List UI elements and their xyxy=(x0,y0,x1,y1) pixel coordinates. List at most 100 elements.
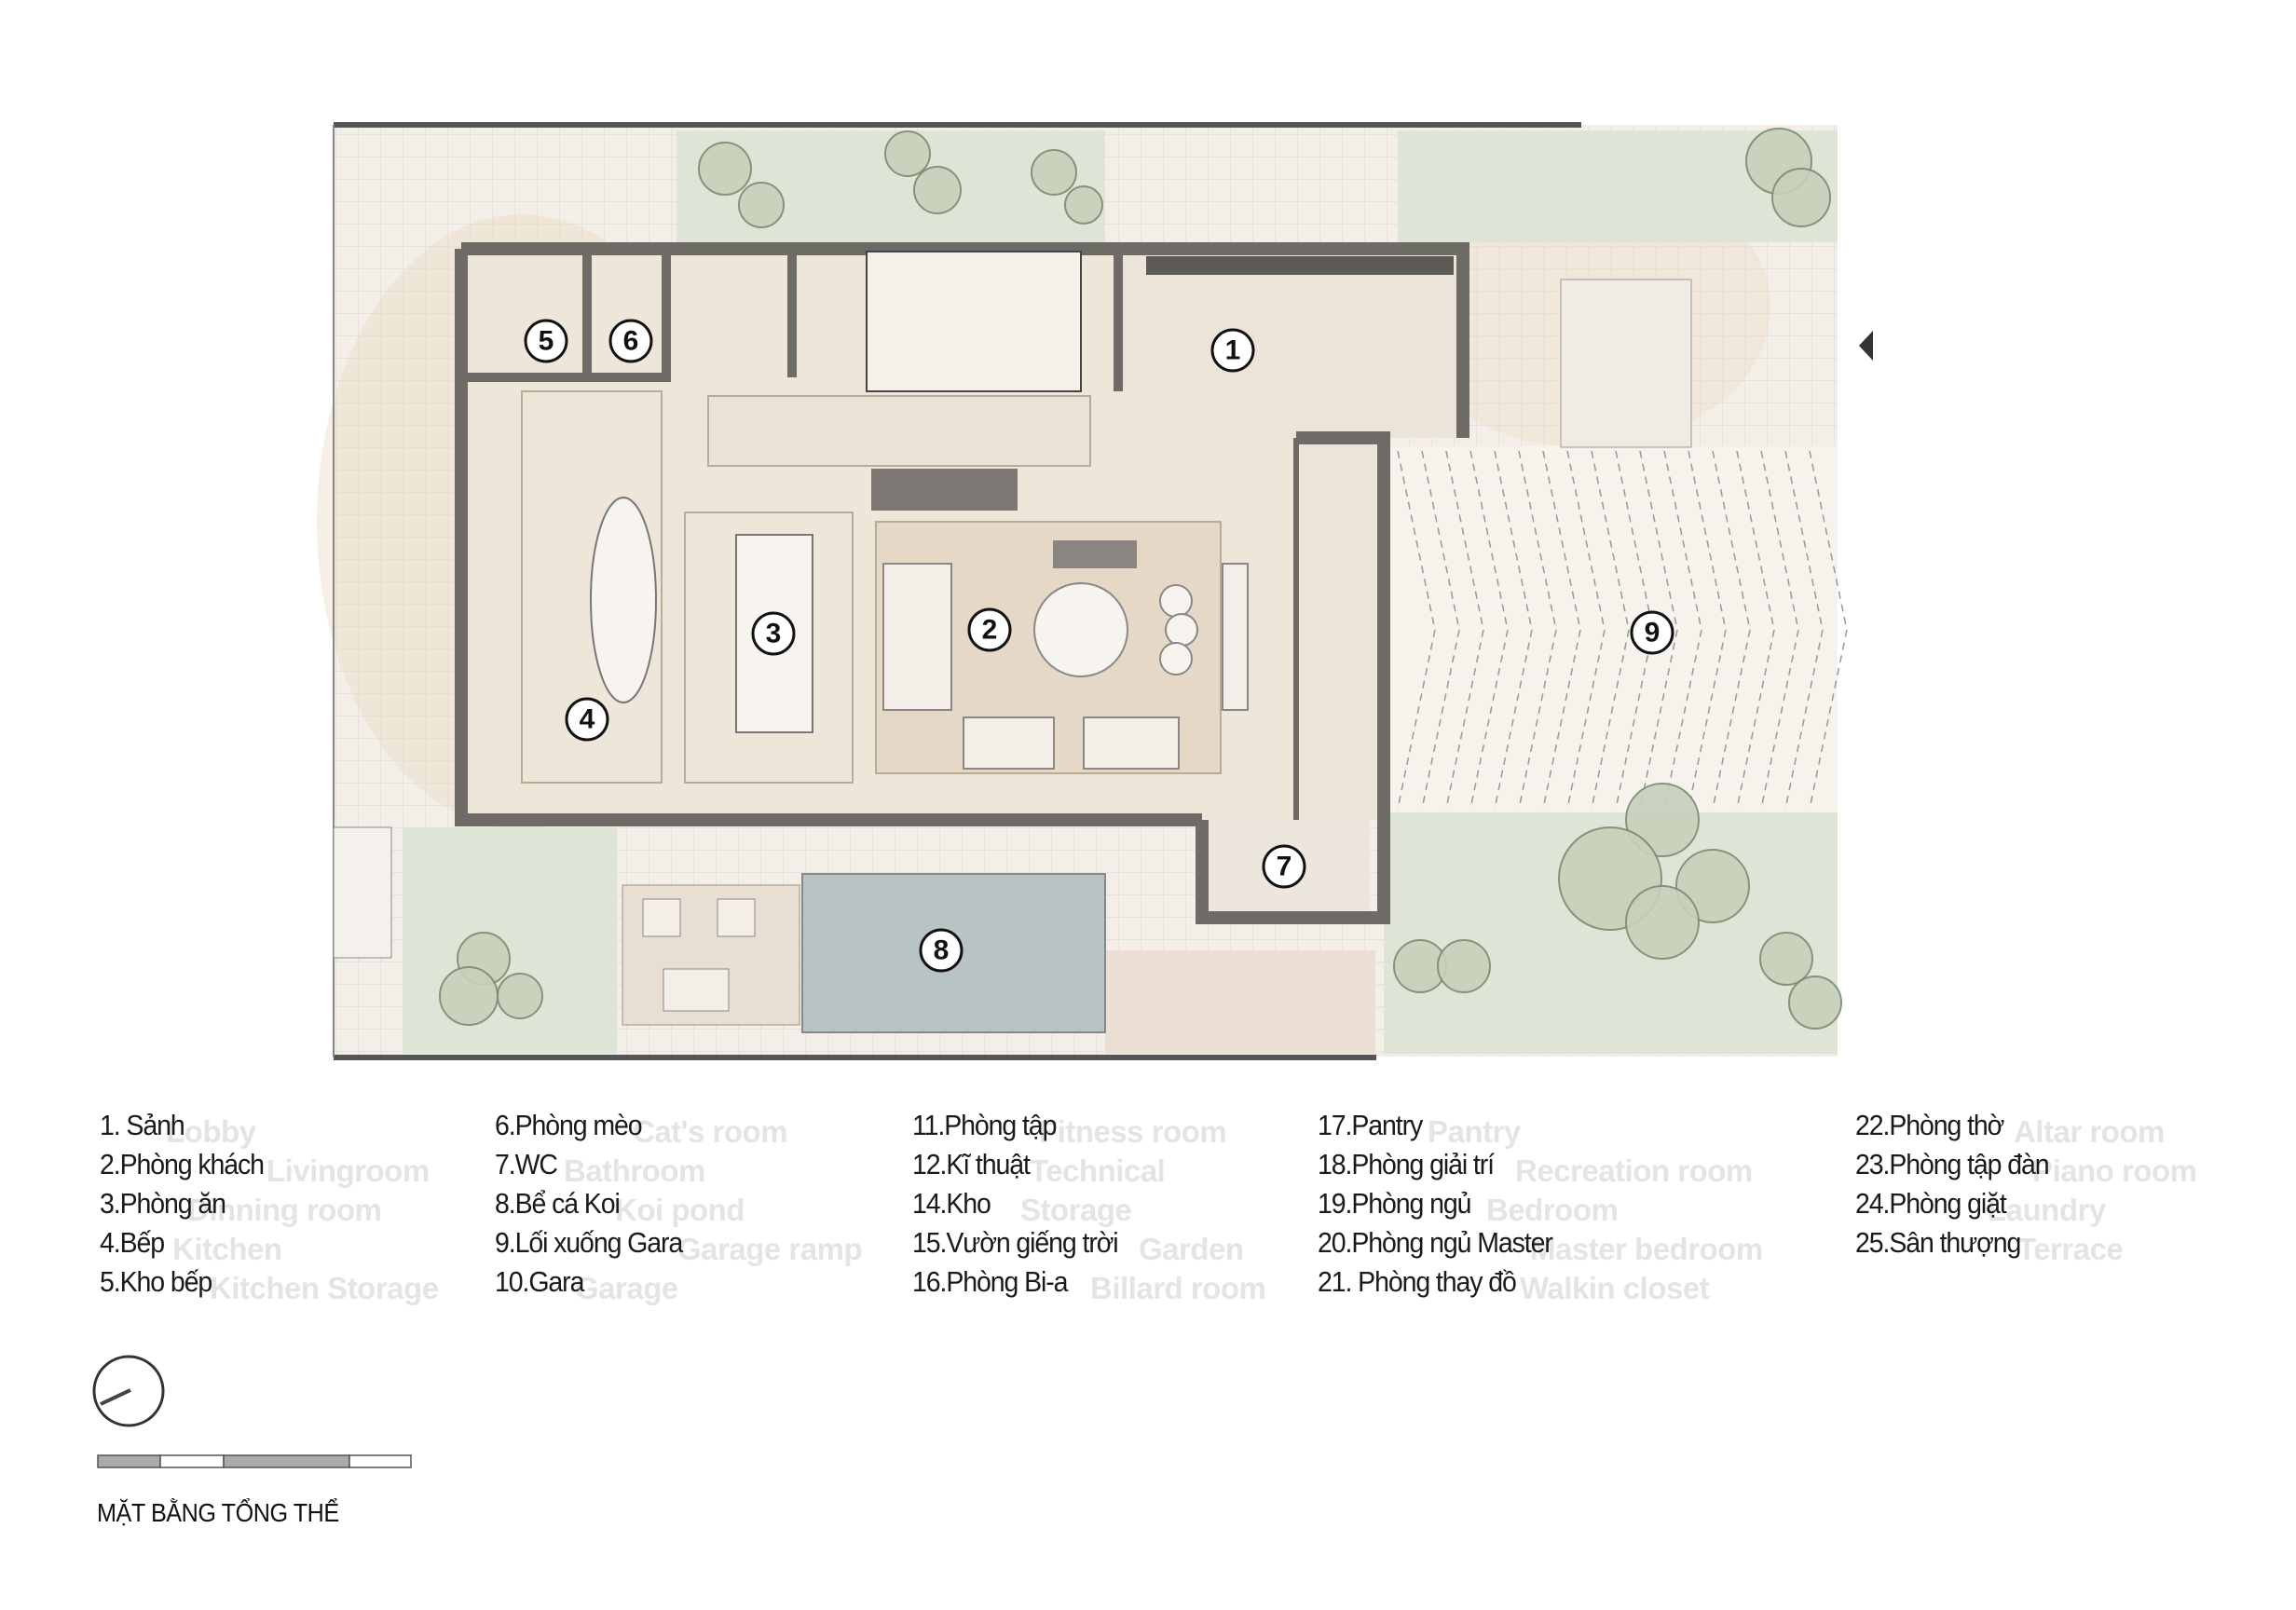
room-marker-number: 2 xyxy=(982,615,998,646)
legend-item: 24.Phòng giặt xyxy=(1855,1187,2007,1220)
tree-icon xyxy=(913,166,962,214)
tree-icon xyxy=(497,973,543,1019)
legend-en-label: Koi pond xyxy=(615,1193,745,1227)
north-arrow-icon xyxy=(92,1355,165,1427)
ramp-line xyxy=(1736,450,1775,810)
garage-ramp xyxy=(1376,446,1838,812)
garden-bottom-left xyxy=(403,827,617,1054)
legend-item: 17.Pantry xyxy=(1318,1109,1423,1141)
legend-item: 16.Phòng Bi-a xyxy=(912,1265,1069,1298)
legend-item: 6.Phòng mèo xyxy=(495,1109,643,1141)
sofa-bottom-1 xyxy=(963,716,1055,770)
tree-icon xyxy=(698,142,752,196)
legend-item: 22.Phòng thờ xyxy=(1855,1109,2004,1141)
legend-item: 18.Phòng giải trí xyxy=(1318,1148,1495,1180)
sofa-left xyxy=(882,563,952,711)
legend-item: 23.Phòng tập đàn xyxy=(1855,1148,2050,1180)
ramp-line xyxy=(1688,450,1727,810)
legend-en-label: Piano room xyxy=(2032,1153,2197,1188)
legend-en-label: Bedroom xyxy=(1486,1193,1619,1227)
legend-item: 20.Phòng ngủ Master xyxy=(1318,1226,1553,1259)
room-marker: 1 xyxy=(1210,328,1255,373)
room-marker: 8 xyxy=(919,928,964,973)
legend-en-label: Pantry xyxy=(1428,1114,1521,1149)
legend-en-label: Garage xyxy=(575,1271,678,1305)
legend-item: 15.Vườn giếng trời xyxy=(912,1226,1119,1259)
legend-item: 1. Sảnh xyxy=(100,1109,185,1141)
kitchen-island xyxy=(590,497,657,703)
tree-icon xyxy=(1064,185,1103,225)
room-marker: 5 xyxy=(524,319,568,363)
ramp-line xyxy=(1397,450,1436,810)
ramp-line xyxy=(1760,450,1799,810)
ramp-line xyxy=(1542,450,1581,810)
legend-item: 4.Bếp xyxy=(100,1226,165,1259)
legend-en-label: Terrace xyxy=(2017,1232,2124,1266)
room-marker: 7 xyxy=(1262,844,1306,889)
ramp-line xyxy=(1809,450,1848,810)
stairs-bottom-left xyxy=(333,826,392,959)
legend-en-label: Recreation room xyxy=(1515,1153,1753,1188)
legend-en-label: Bathroom xyxy=(564,1153,705,1188)
legend-item: 19.Phòng ngủ xyxy=(1318,1187,1471,1220)
legend-en-label: Master bedroom xyxy=(1530,1232,1763,1266)
legend-en-label: Technical xyxy=(1030,1153,1166,1188)
tree-icon xyxy=(1788,976,1842,1030)
ramp-line xyxy=(1639,450,1678,810)
legend-en-label: Dinning room xyxy=(187,1193,382,1227)
interior-stair xyxy=(866,251,1082,392)
tree-icon xyxy=(1031,149,1077,196)
legend-en-label: Garden xyxy=(1139,1232,1244,1266)
tree-icon xyxy=(1625,885,1700,960)
room-marker-number: 3 xyxy=(766,619,782,649)
room-marker: 9 xyxy=(1630,610,1674,655)
room-marker-number: 7 xyxy=(1277,852,1292,882)
tree-icon xyxy=(1771,168,1831,227)
sofa-bottom-2 xyxy=(1083,716,1180,770)
sofa-right xyxy=(1222,563,1249,711)
ramp-line xyxy=(1494,450,1533,810)
section-arrow-icon xyxy=(1859,331,1873,361)
legend-item: 14.Kho xyxy=(912,1187,991,1220)
scale-bar xyxy=(97,1454,412,1468)
tree-icon xyxy=(1437,939,1491,993)
legend-en-label: Walkin closet xyxy=(1520,1271,1710,1305)
legend-item: 10.Gara xyxy=(495,1265,584,1298)
room-marker-number: 1 xyxy=(1225,335,1241,366)
room-marker: 6 xyxy=(608,319,653,363)
tree-icon xyxy=(1625,783,1700,857)
ramp-line xyxy=(1591,450,1630,810)
ramp-line xyxy=(1712,450,1751,810)
plan-title: MẶT BẰNG TỔNG THỂ xyxy=(97,1498,339,1527)
legend-en-label: Cat's room xyxy=(633,1114,788,1149)
legend-en-label: Kitchen xyxy=(172,1232,282,1266)
legend-en-label: Storage xyxy=(1020,1193,1132,1227)
tree-icon xyxy=(884,130,931,177)
tree-icon xyxy=(1759,932,1813,986)
legend-item: 5.Kho bếp xyxy=(100,1265,212,1298)
legend-item: 8.Bể cá Koi xyxy=(495,1187,621,1220)
ramp-line xyxy=(1421,450,1460,810)
legend-item: 9.Lối xuống Gara xyxy=(495,1226,683,1259)
ramp-line xyxy=(1445,450,1484,810)
walls xyxy=(455,242,1469,924)
ramp-line xyxy=(1784,450,1824,810)
legend-item: 21. Phòng thay đồ xyxy=(1318,1265,1517,1298)
legend-item: 11.Phòng tập xyxy=(912,1109,1057,1141)
deck-right xyxy=(1105,950,1375,1054)
ramp-line xyxy=(1663,450,1702,810)
legend-item: 7.WC xyxy=(495,1148,558,1180)
legend-en-label: Lobby xyxy=(166,1114,256,1149)
legend-item: 12.Kĩ thuật xyxy=(912,1148,1031,1180)
legend-en-label: Fitness room xyxy=(1039,1114,1227,1149)
room-marker-number: 5 xyxy=(539,326,554,357)
ramp-line xyxy=(1566,450,1606,810)
legend-en-label: Laundry xyxy=(1988,1193,2106,1227)
room-marker-number: 6 xyxy=(623,326,639,357)
tree-icon xyxy=(738,182,785,228)
tree-icon xyxy=(439,966,499,1026)
tv-console xyxy=(871,469,1018,511)
legend-item: 3.Phòng ăn xyxy=(100,1187,226,1220)
room-marker-number: 8 xyxy=(934,935,950,966)
